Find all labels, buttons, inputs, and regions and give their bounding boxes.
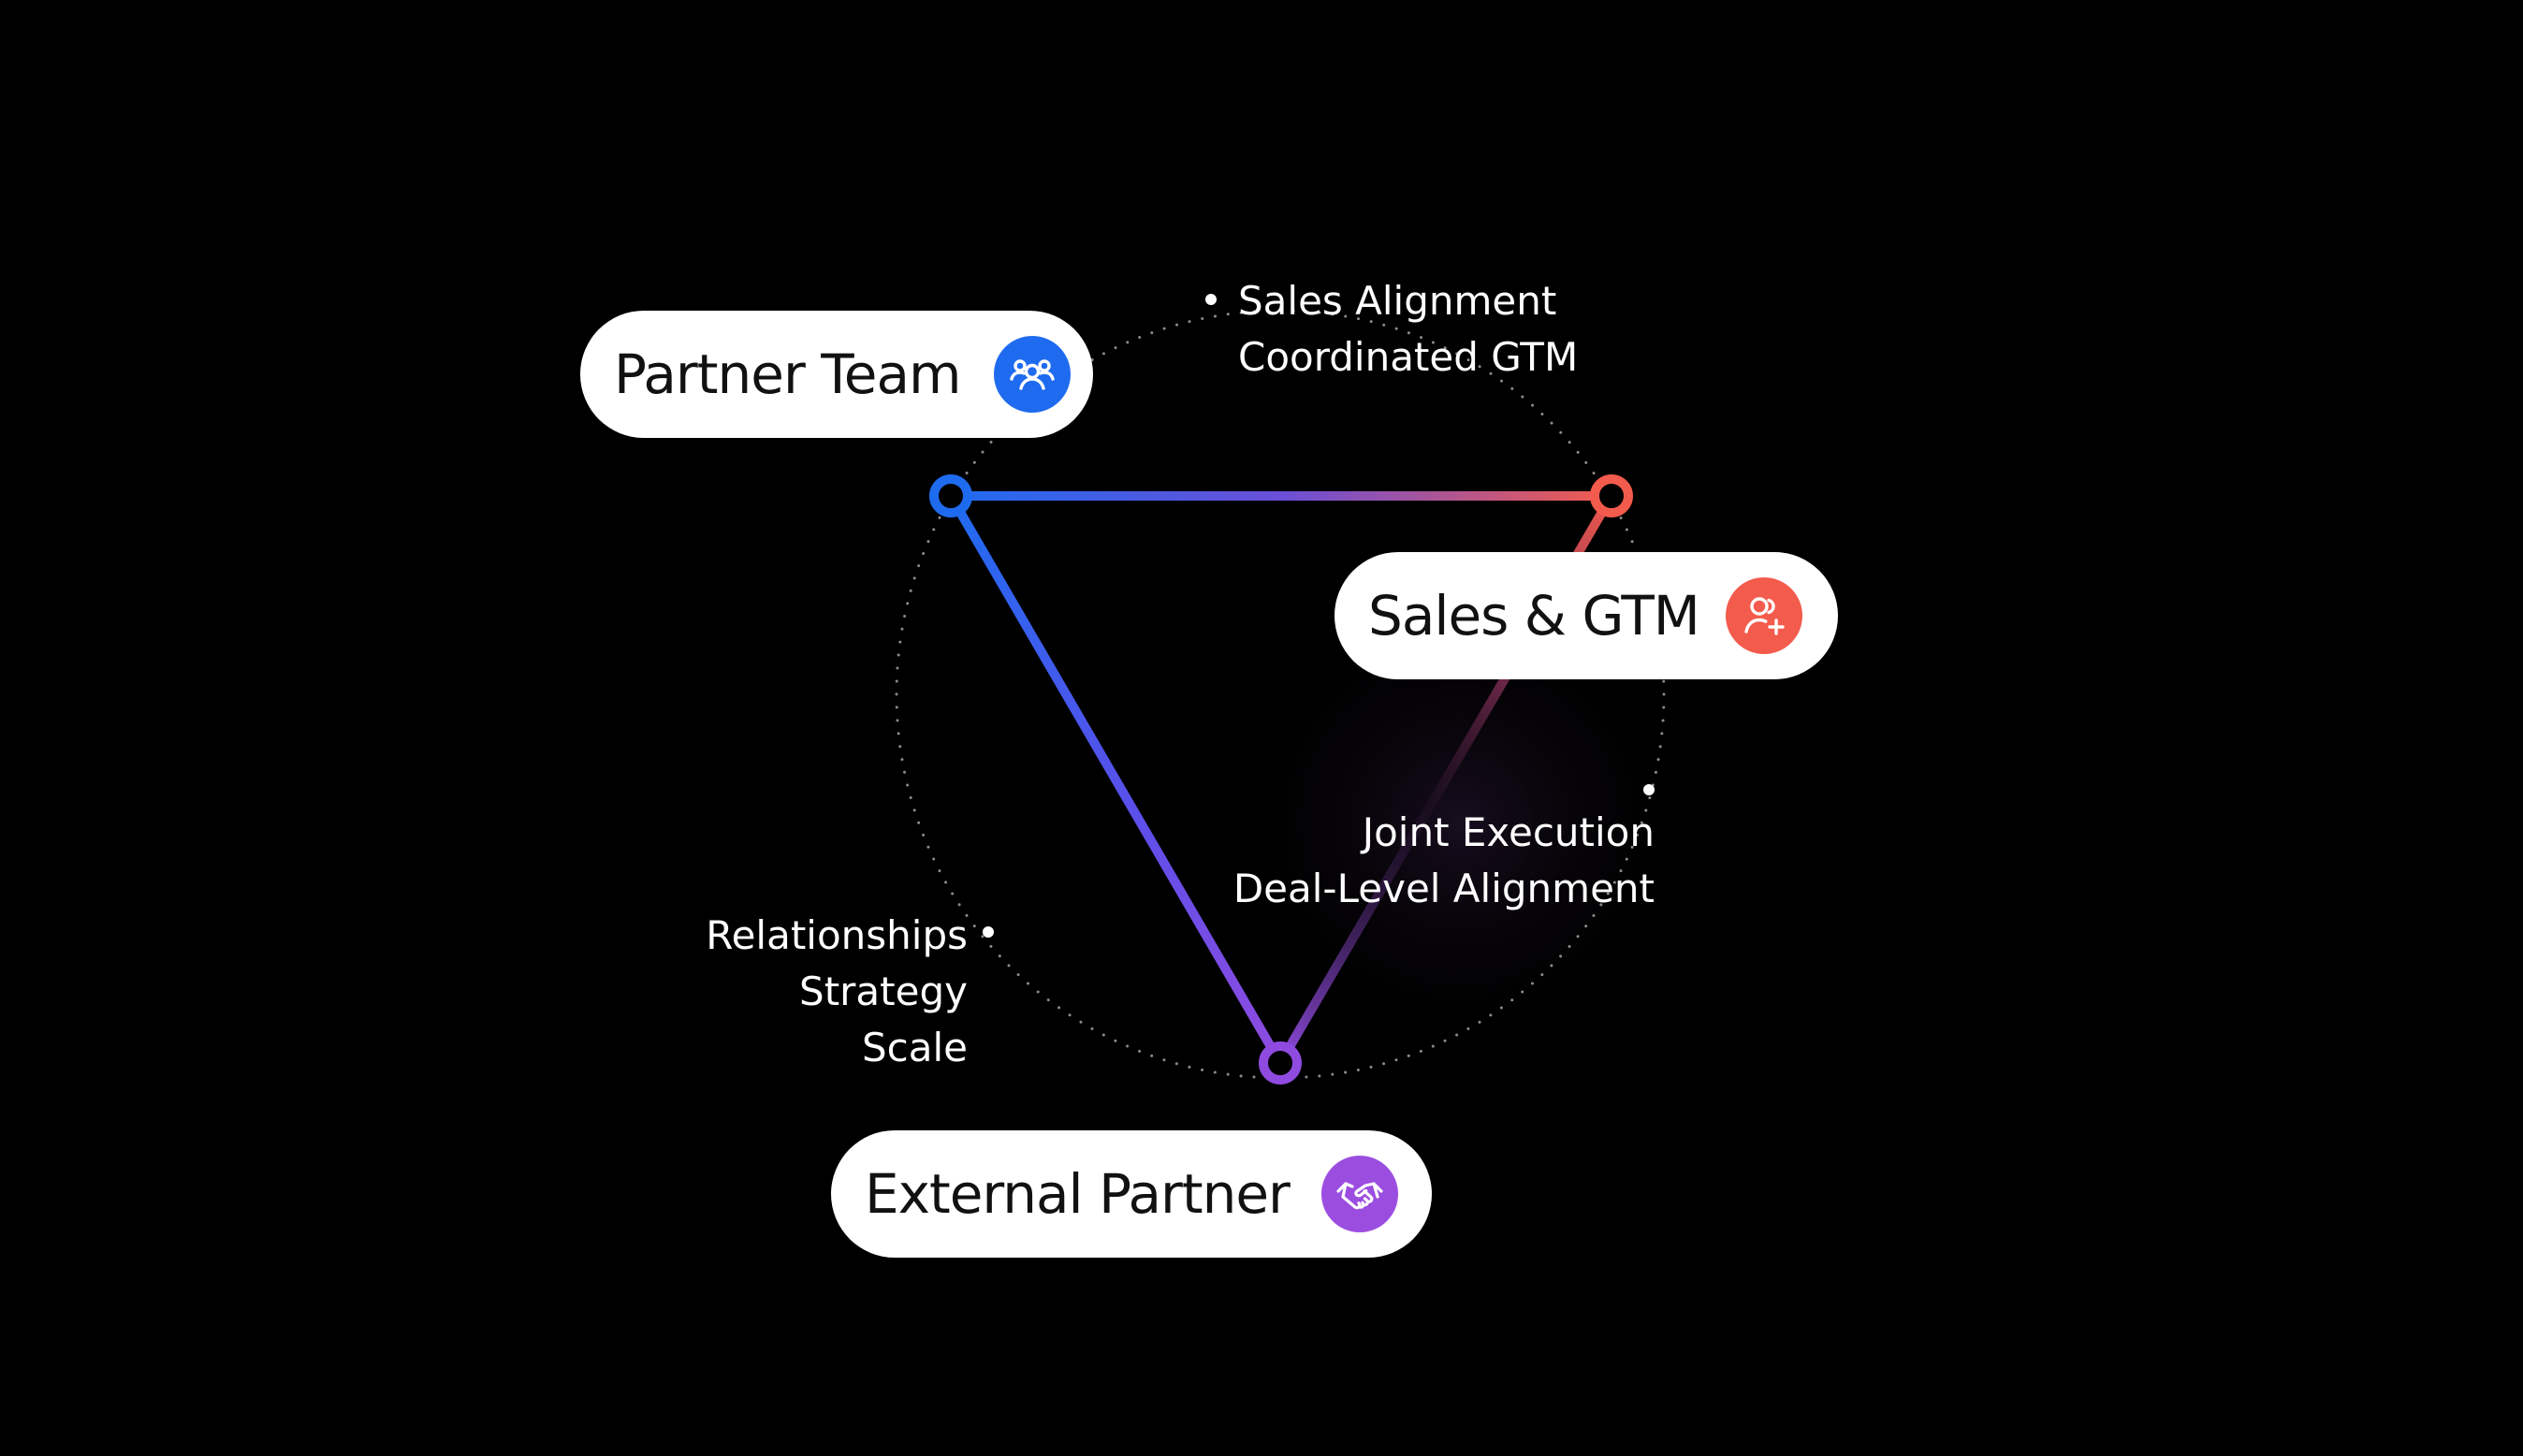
vertex-partner-team: [929, 474, 972, 517]
sales-gtm-label: Sales & GTM: [1368, 584, 1700, 648]
annotation-left-line-1: Relationships: [706, 912, 968, 958]
users-group-icon: [994, 336, 1071, 413]
annotation-top: Sales Alignment Coordinated GTM: [1238, 273, 1578, 386]
handshake-icon: [1321, 1156, 1398, 1232]
sales-gtm-node: Sales & GTM: [1334, 552, 1838, 679]
annotation-left: Relationships Strategy Scale: [636, 908, 968, 1076]
annotation-top-line-2: Coordinated GTM: [1238, 334, 1579, 380]
bullet-dot-top: [1205, 294, 1217, 305]
edge-partner-external: [946, 491, 1285, 1068]
partner-team-label: Partner Team: [614, 342, 962, 406]
bullet-dot-right: [1643, 784, 1655, 795]
external-partner-label: External Partner: [865, 1162, 1291, 1226]
background-glow: [1217, 580, 1703, 1067]
partner-team-node: Partner Team: [580, 311, 1093, 438]
annotation-right-line-1: Joint Execution: [1362, 809, 1655, 855]
annotation-right-line-2: Deal-Level Alignment: [1232, 866, 1655, 911]
user-plus-icon: [1726, 577, 1802, 654]
annotation-left-line-2: Strategy: [799, 968, 968, 1014]
bullet-dot-left: [983, 926, 994, 938]
external-partner-node: External Partner: [831, 1130, 1432, 1258]
annotation-left-line-3: Scale: [862, 1025, 968, 1070]
vertex-external-partner: [1259, 1041, 1302, 1085]
vertex-sales-gtm: [1590, 474, 1633, 517]
annotation-right: Joint Execution Deal-Level Alignment: [1123, 805, 1655, 917]
annotation-top-line-1: Sales Alignment: [1238, 278, 1557, 324]
